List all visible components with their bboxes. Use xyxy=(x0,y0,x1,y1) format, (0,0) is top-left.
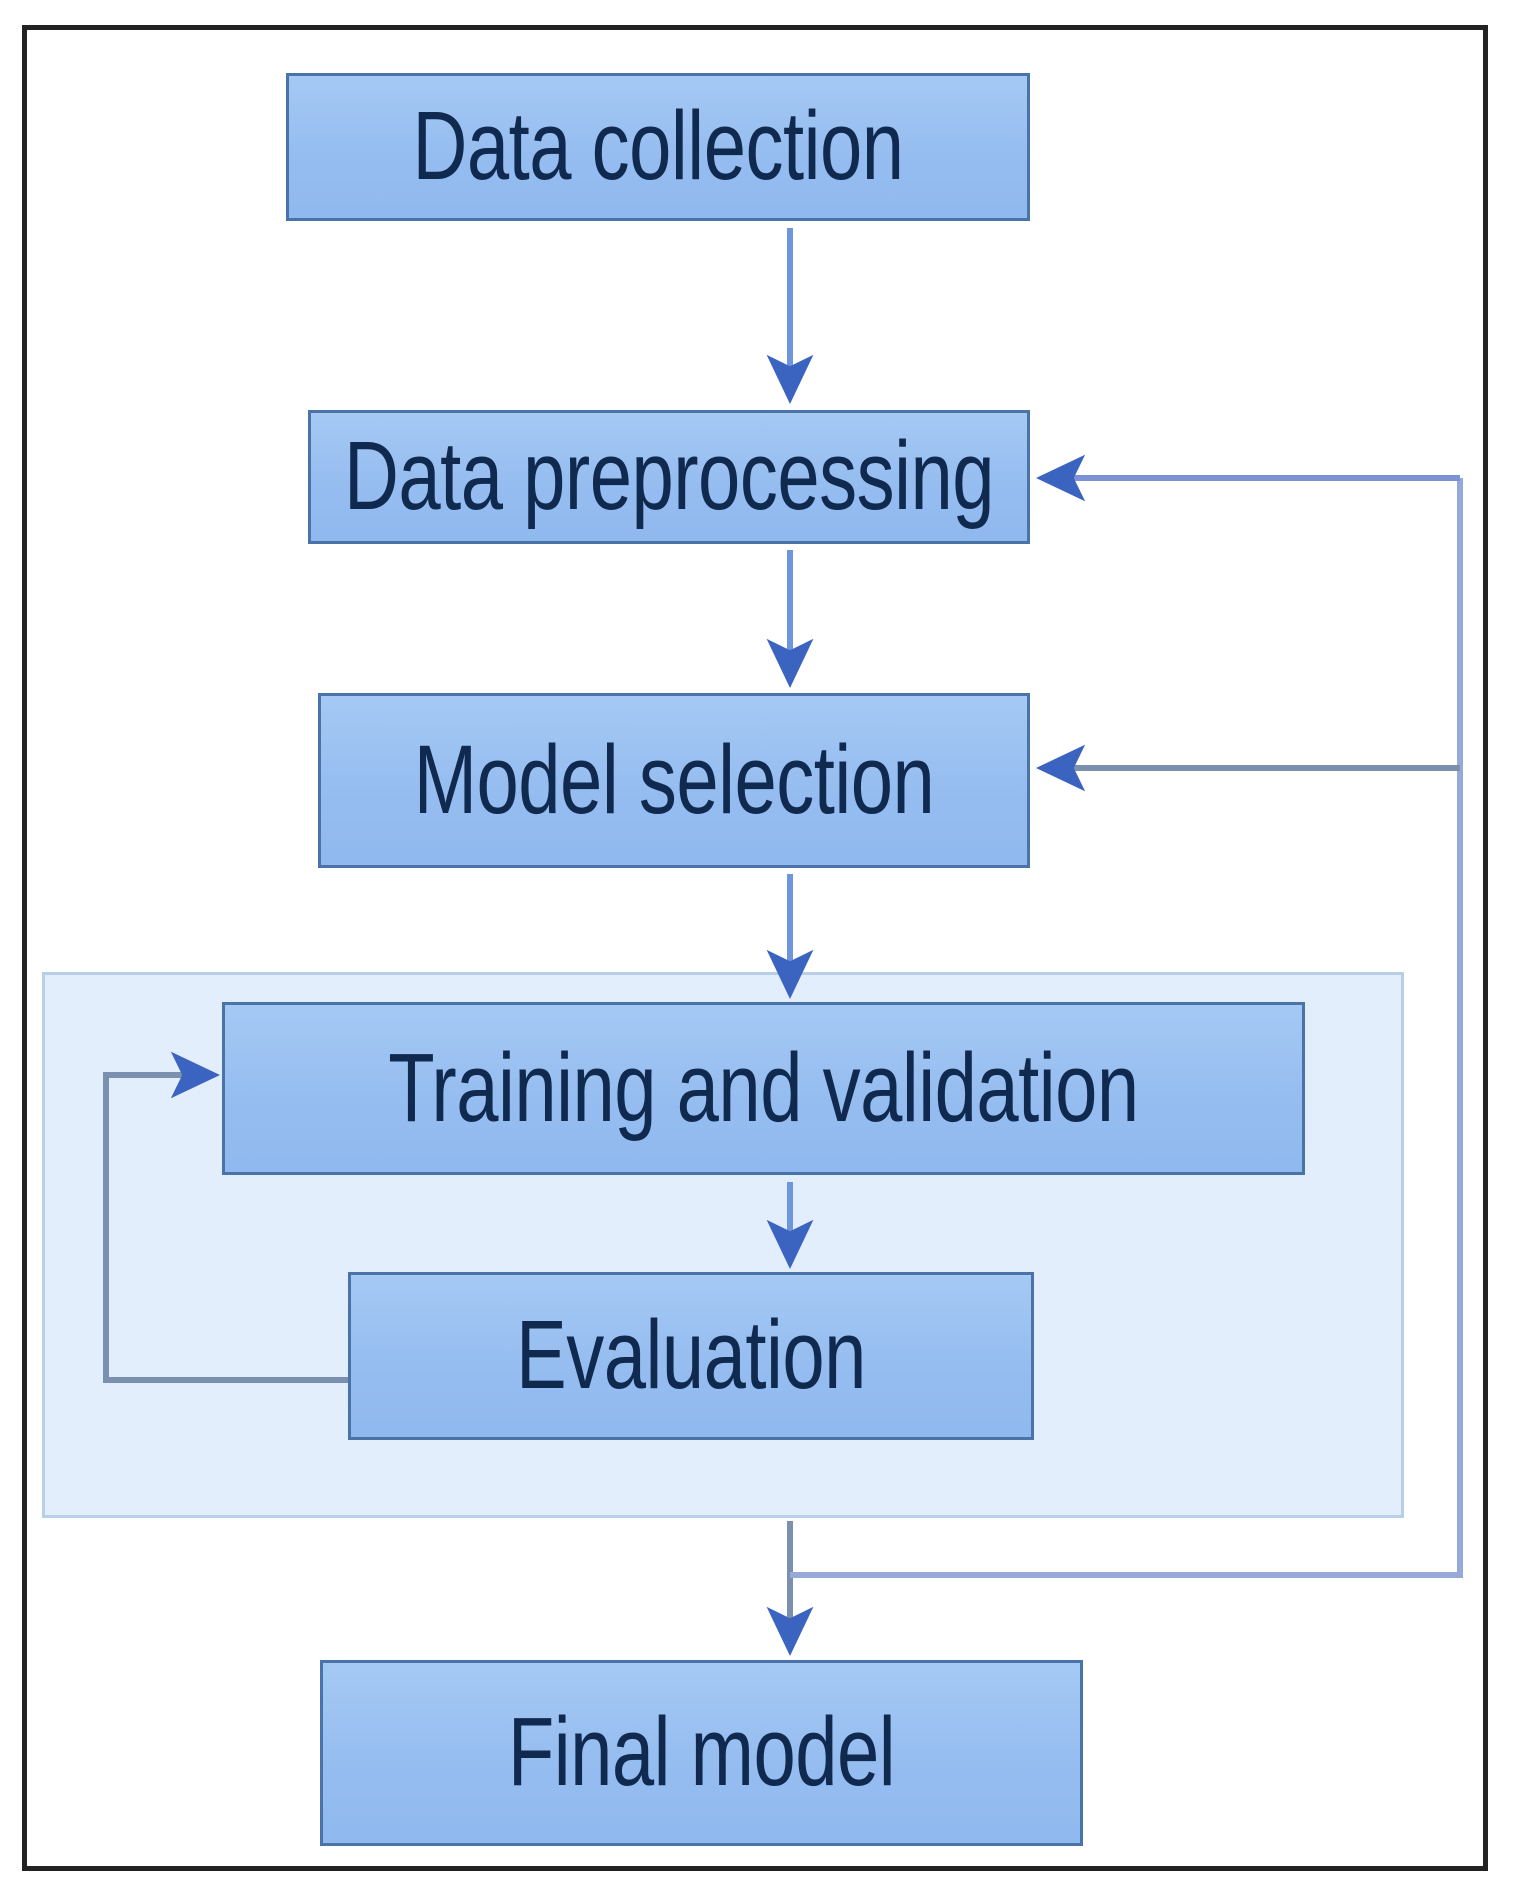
node-evaluation-label: Evaluation xyxy=(516,1300,866,1410)
node-evaluation[interactable]: Evaluation xyxy=(348,1272,1034,1440)
node-final-model[interactable]: Final model xyxy=(320,1660,1083,1846)
node-data-collection-label: Data collection xyxy=(412,91,905,201)
node-data-preprocessing[interactable]: Data preprocessing xyxy=(308,410,1030,544)
node-training-validation[interactable]: Training and validation xyxy=(222,1002,1305,1175)
node-model-selection-label: Model selection xyxy=(413,725,935,835)
diagram-frame xyxy=(22,25,1488,1871)
node-final-model-label: Final model xyxy=(507,1697,896,1807)
node-training-validation-label: Training and validation xyxy=(388,1033,1139,1143)
node-data-preprocessing-label: Data preprocessing xyxy=(343,421,995,531)
node-model-selection[interactable]: Model selection xyxy=(318,693,1030,868)
node-data-collection[interactable]: Data collection xyxy=(286,73,1030,221)
